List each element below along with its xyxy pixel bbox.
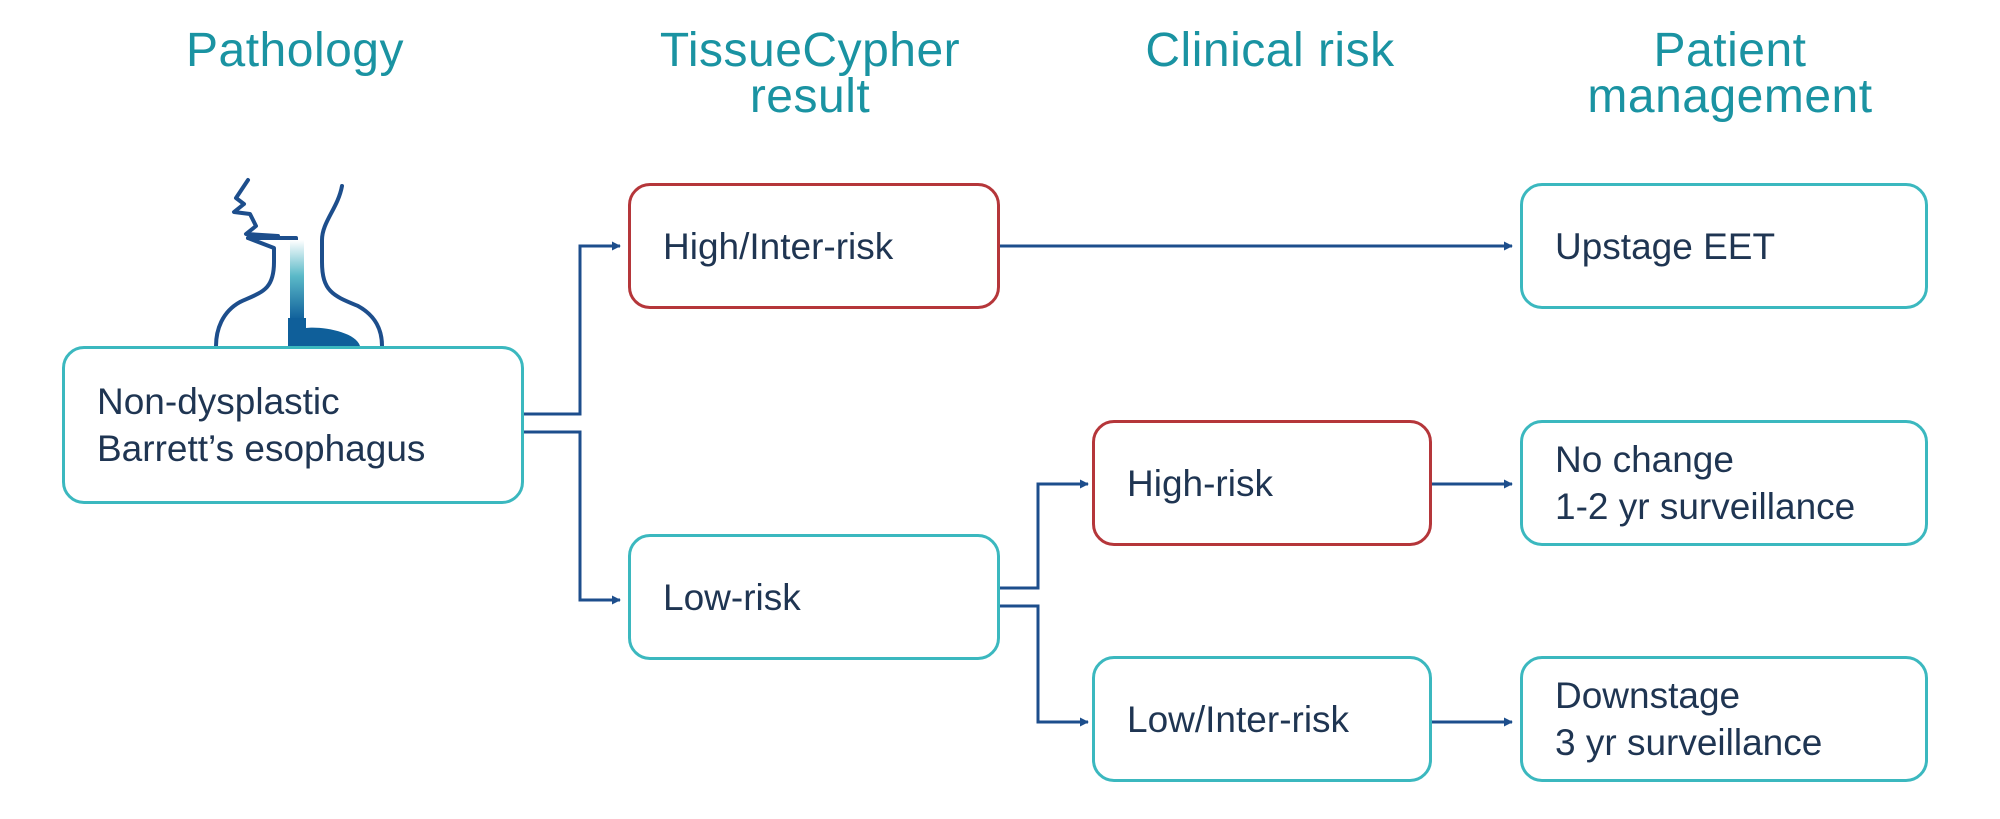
connector-pathology-to-low-risk	[524, 430, 621, 605]
low-inter-risk-box: Low/Inter-risk	[1092, 656, 1432, 782]
upstage-eet-box: Upstage EET	[1520, 183, 1928, 309]
high-risk-box: High-risk	[1092, 420, 1432, 546]
high-inter-risk-box: High/Inter-risk	[628, 183, 1000, 309]
header-tissuecypher-result: TissueCypher result	[659, 24, 961, 123]
connector-low-risk-to-high-risk	[1000, 479, 1089, 590]
no-change-box: No change 1-2 yr surveillance	[1520, 420, 1928, 546]
header-clinical-risk: Clinical risk	[1145, 24, 1395, 77]
header-pathology: Pathology	[186, 24, 404, 77]
low-risk-box: Low-risk	[628, 534, 1000, 660]
connector-pathology-to-high-inter-risk	[524, 241, 621, 416]
downstage-box: Downstage 3 yr surveillance	[1520, 656, 1928, 782]
pathology-box: Non-dysplastic Barrett’s esophagus	[62, 346, 524, 504]
connector-low-risk-to-low-inter-risk	[1000, 604, 1089, 727]
header-patient-management: Patient management	[1587, 24, 1873, 123]
